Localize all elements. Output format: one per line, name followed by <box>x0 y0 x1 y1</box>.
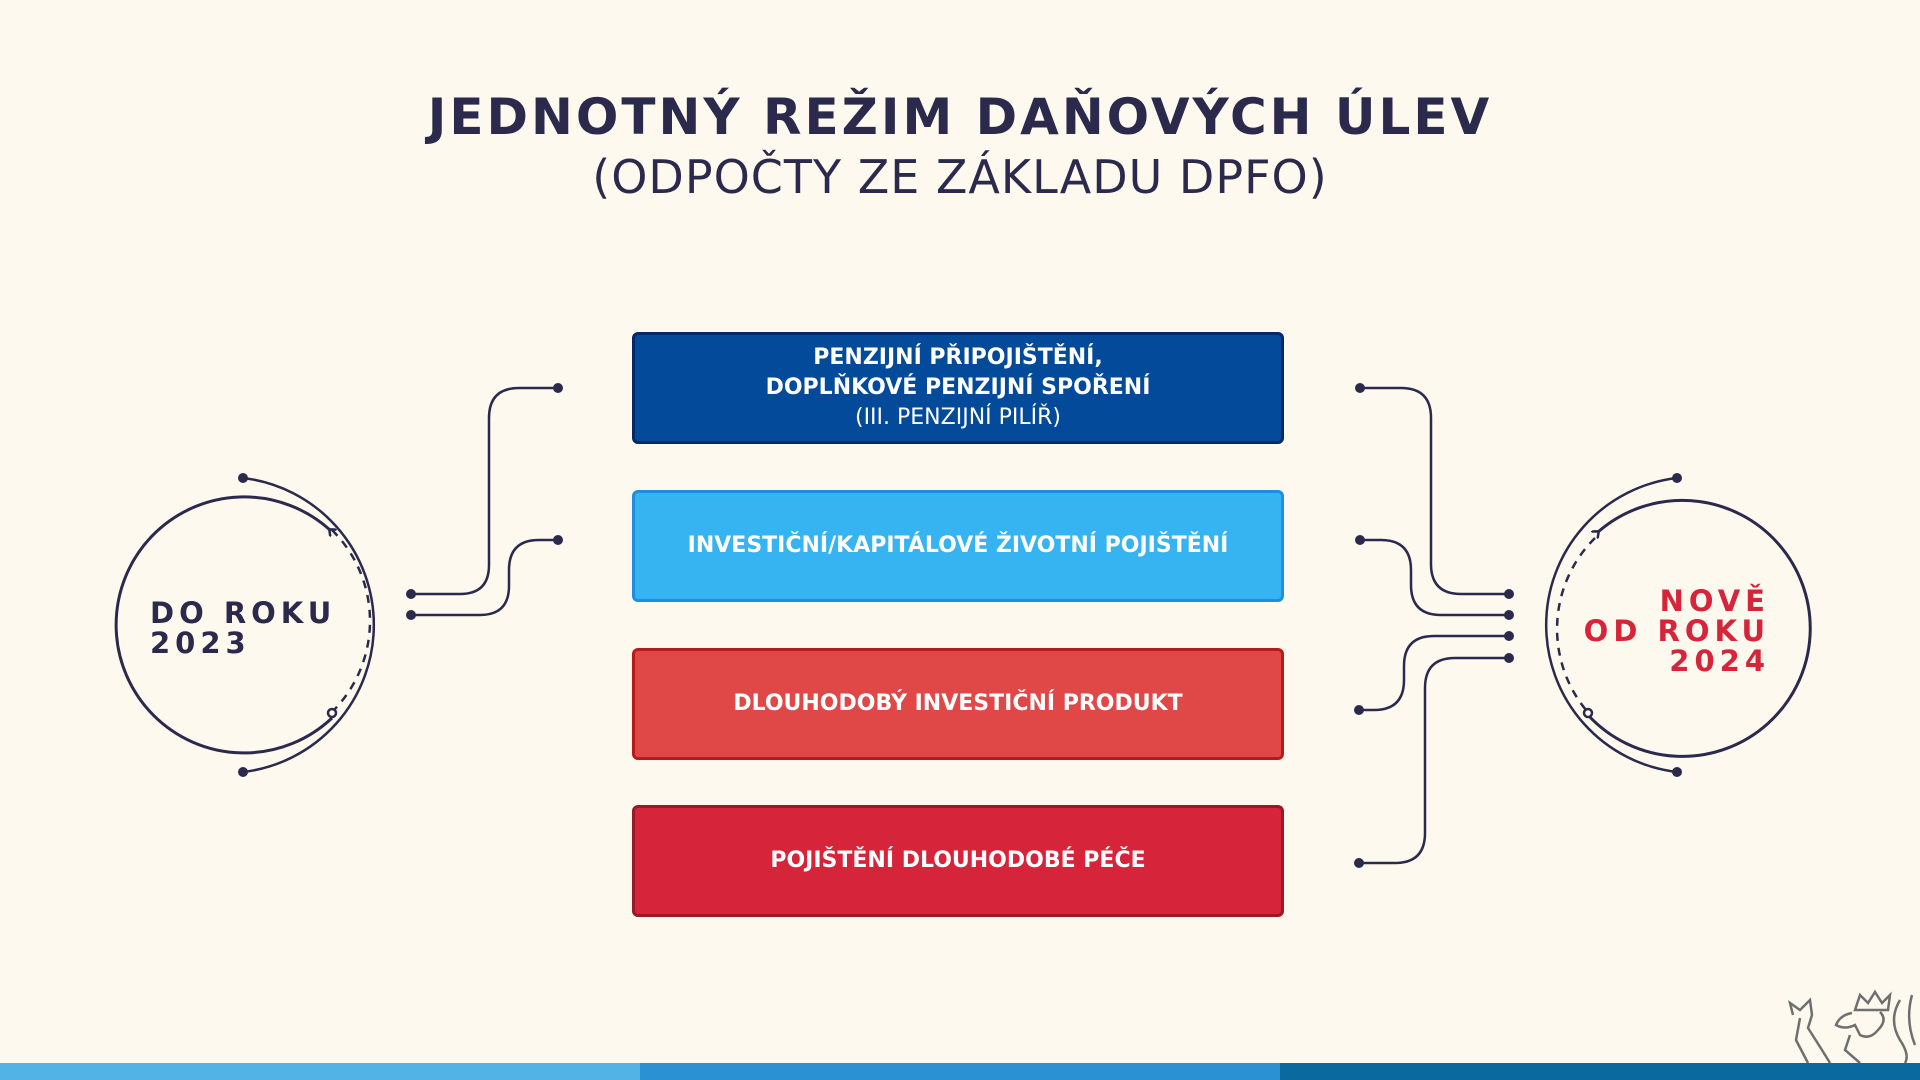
box-long-term-care-label: POJIŠTĚNÍ DLOUHODOBÉ PÉČE <box>770 848 1146 873</box>
left-circle-label: DO ROKU 2023 <box>150 598 336 658</box>
footer-bar-dark <box>1280 1063 1920 1080</box>
left-circle-line1: DO ROKU <box>150 596 337 630</box>
connector-left-2 <box>411 538 558 617</box>
connector-right-1 <box>1360 386 1509 596</box>
left-cycle-icon <box>114 476 375 774</box>
connector-dots <box>238 383 1682 868</box>
box-life-insurance-label: INVESTIČNÍ/KAPITÁLOVÉ ŽIVOTNÍ POJIŠTĚNÍ <box>687 533 1229 558</box>
connector-left-1 <box>411 386 558 596</box>
connector-right-3 <box>1359 634 1509 712</box>
right-cycle-icon <box>1545 476 1812 774</box>
page-subtitle: (ODPOČTY ZE ZÁKLADU DPFO) <box>592 150 1328 204</box>
footer-bar-mid <box>640 1063 1280 1080</box>
box-pension-line3: (III. PENZIJNÍ PILÍŘ) <box>854 405 1061 430</box>
lion-emblem-logo <box>1787 989 1917 1064</box>
box-pension-savings: PENZIJNÍ PŘIPOJIŠTĚNÍ, DOPLŇKOVÉ PENZIJN… <box>632 332 1284 444</box>
footer-bar-light <box>0 1063 640 1080</box>
box-long-term-care: POJIŠTĚNÍ DLOUHODOBÉ PÉČE <box>632 805 1284 917</box>
connector-right-2 <box>1360 538 1509 617</box>
right-circle-line3: 2024 <box>1669 644 1770 678</box>
box-investment-product: DLOUHODOBÝ INVESTIČNÍ PRODUKT <box>632 648 1284 760</box>
right-circle-line2: OD ROKU <box>1583 614 1770 648</box>
left-circle-line2: 2023 <box>150 626 251 660</box>
box-life-insurance: INVESTIČNÍ/KAPITÁLOVÉ ŽIVOTNÍ POJIŠTĚNÍ <box>632 490 1284 602</box>
box-investment-product-label: DLOUHODOBÝ INVESTIČNÍ PRODUKT <box>733 691 1183 716</box>
box-pension-line2: DOPLŇKOVÉ PENZIJNÍ SPOŘENÍ <box>765 375 1151 400</box>
box-pension-line1: PENZIJNÍ PŘIPOJIŠTĚNÍ, <box>813 345 1103 370</box>
right-circle-label: NOVĚ OD ROKU 2024 <box>1584 586 1770 676</box>
connector-right-4 <box>1359 656 1509 865</box>
page-title: JEDNOTNÝ REŽIM DAŇOVÝCH ÚLEV <box>427 88 1493 146</box>
right-circle-line1: NOVĚ <box>1659 584 1770 618</box>
